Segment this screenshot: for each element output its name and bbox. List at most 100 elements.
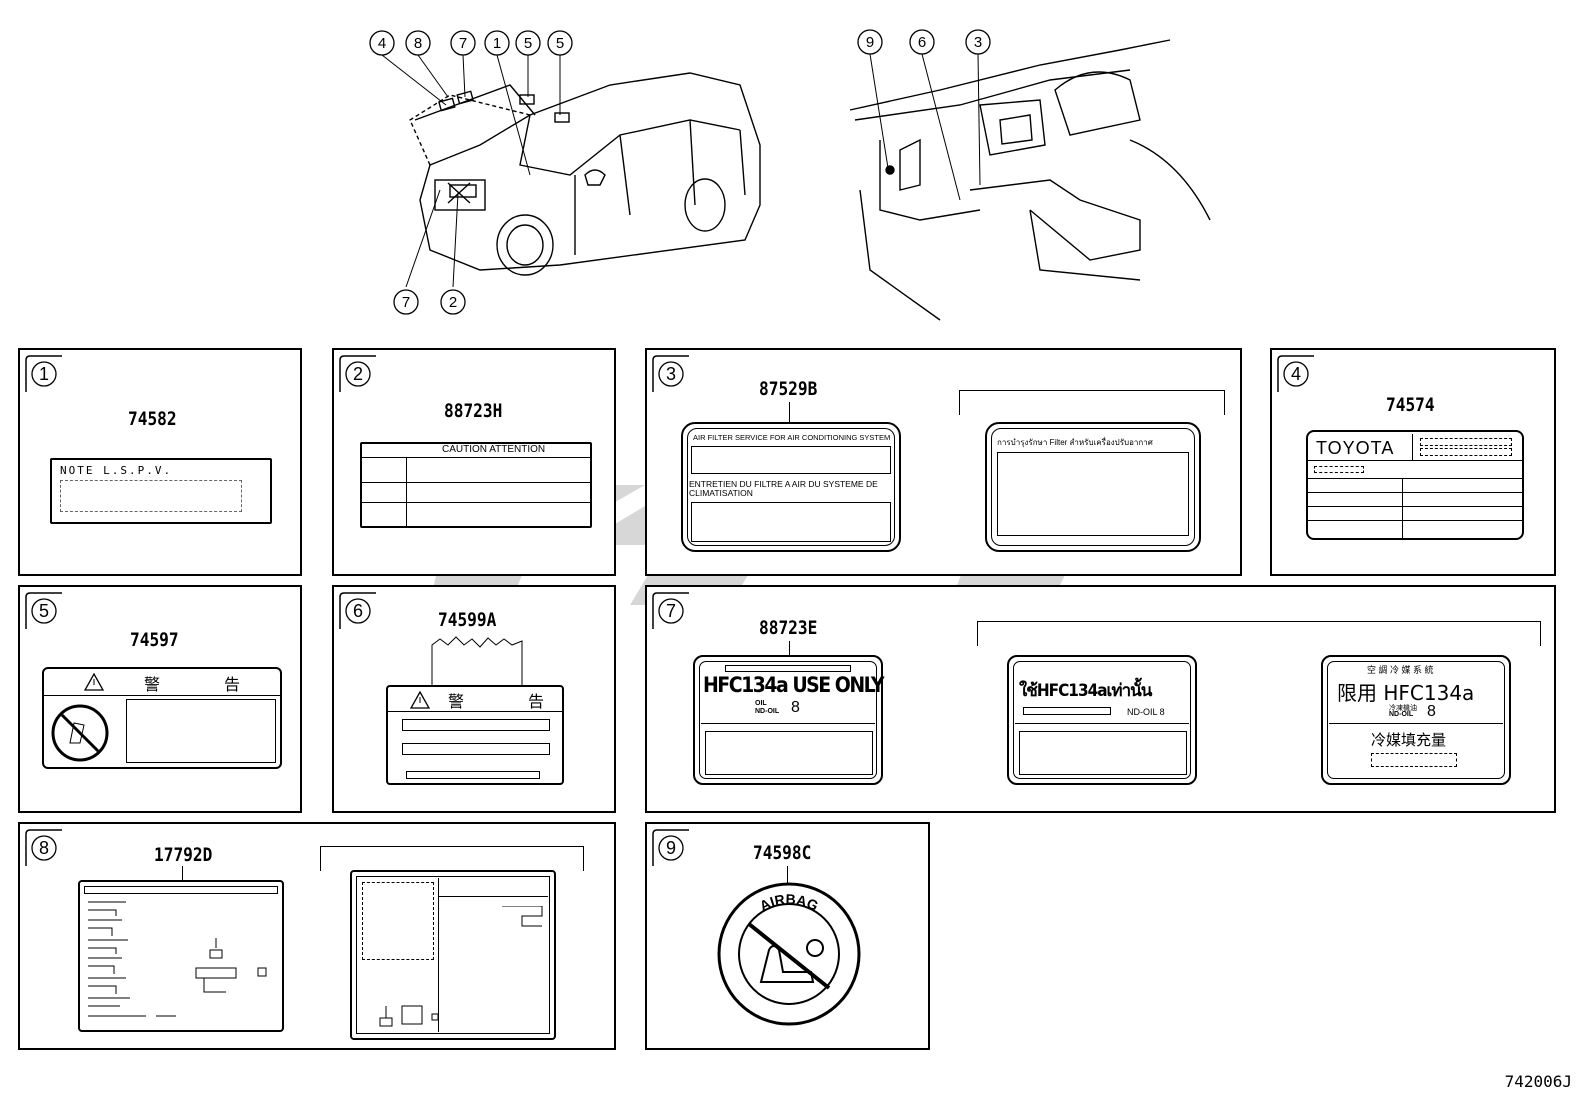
callout-circle (484, 30, 510, 56)
oil-text-b: ND-OIL (755, 708, 780, 715)
vehicle-id-plate-label: TOYOTA (1306, 430, 1524, 540)
callout-number: 7 (459, 35, 467, 52)
air-filter-label-th: การบำรุงรักษา Filter สำหรับเครื่องปรับอา… (985, 422, 1201, 552)
panel-number: 7 (666, 601, 676, 621)
panel-number: 6 (353, 601, 363, 621)
label-top-text: การบำรุงรักษา Filter สำหรับเครื่องปรับอา… (997, 438, 1153, 447)
panel-number-badge: 5 (24, 591, 64, 631)
callout-circle (965, 29, 991, 55)
panel-number-badge: 4 (1276, 354, 1316, 394)
panel-number-badge: 1 (24, 354, 64, 394)
oil-text: ND-OIL 8 (1127, 707, 1165, 717)
warning-triangle-icon (410, 691, 430, 709)
panel-number-badge: 9 (651, 828, 691, 868)
refrigerant-label-th: ใช้HFC134aเท่านั้น ND-OIL 8 (1007, 655, 1197, 785)
callout-circle (450, 30, 476, 56)
callout-circle (405, 30, 431, 56)
emission-info-label-alt (350, 870, 556, 1040)
warn-char-b: 告 (224, 677, 241, 694)
refrigerant-label-cn: 空 調 冷 媒 系 統 限用 HFC134a 冷凍機油 ND-OIL 8 冷媒填… (1321, 655, 1511, 785)
caution-header: CAUTION ATTENTION (442, 444, 546, 455)
callout-number: 1 (493, 35, 501, 52)
panel-number-badge: 2 (338, 354, 378, 394)
callout-number: 4 (378, 35, 386, 52)
callout-circle (393, 289, 419, 315)
refrigerant-main-text: ใช้HFC134aเท่านั้น (1019, 681, 1152, 701)
torn-edge-indicator (431, 636, 523, 685)
callout-number: 5 (556, 35, 564, 52)
panel-number: 4 (1291, 364, 1301, 384)
part-code: 74599A (438, 609, 497, 631)
oil-text-b: ND-OIL (1389, 711, 1414, 718)
callout-circle (440, 289, 466, 315)
callout-circle (369, 30, 395, 56)
part-code: 74598C (753, 842, 812, 864)
panel-number-badge: 8 (24, 828, 64, 868)
part-code: 74597 (130, 629, 179, 651)
callout-number: 7 (402, 294, 410, 311)
warn-char-a: 警 (144, 677, 161, 694)
panel-number-badge: 7 (651, 591, 691, 631)
warning-triangle-icon (84, 673, 104, 691)
label-panel-6: 6 74599A 警 告 (332, 585, 616, 813)
emission-info-label (78, 880, 284, 1032)
warning-label-cn: 警 告 (42, 667, 282, 769)
warning-label-cn-2: 警 告 (386, 685, 564, 785)
label-panel-3: 3 87529B AIR FILTER SERVICE FOR AIR COND… (645, 348, 1242, 576)
panel-number: 5 (39, 601, 49, 621)
part-code: 88723H (444, 400, 503, 422)
lsp-note-label: NOTE L.S.P.V. (50, 458, 272, 524)
oil-number: 8 (791, 699, 800, 716)
callout-circle (857, 29, 883, 55)
callout-circle (909, 29, 935, 55)
label-schematic-lines (379, 906, 543, 1027)
label-panel-2: 2 88723H CAUTION ATTENTION (332, 348, 616, 576)
label-schematic-lines (88, 901, 267, 1017)
part-code: 17792D (154, 844, 213, 866)
oil-text-a: OIL (755, 700, 767, 707)
panel-number: 3 (666, 364, 676, 384)
label-panel-4: 4 74574 TOYOTA (1270, 348, 1556, 576)
callout-number: 9 (866, 34, 874, 51)
callout-circle (547, 30, 573, 56)
callout-number: 8 (414, 35, 422, 52)
warn-char-b: 告 (528, 694, 545, 711)
callout-circle (515, 30, 541, 56)
panel-number: 1 (39, 364, 49, 384)
refrigerant-main-text: HFC134a USE ONLY (703, 673, 885, 697)
callout-number: 3 (974, 34, 982, 51)
label-panel-5: 5 74597 警 告 (18, 585, 302, 813)
panel-number: 9 (666, 838, 676, 858)
brand-text: TOYOTA (1316, 438, 1395, 458)
label-top-text: 空 調 冷 媒 系 統 (1367, 665, 1434, 675)
part-code: 88723E (759, 617, 818, 639)
callout-number: 6 (918, 34, 926, 51)
airbag-warning-label: AIRBAG (717, 882, 861, 1026)
no-child-seat-icon (51, 704, 109, 762)
label-panel-8: 8 17792D (18, 822, 616, 1050)
label-panel-1: 1 74582 NOTE L.S.P.V. (18, 348, 302, 576)
diagram-reference-code: 742006J (1504, 1072, 1572, 1091)
caution-label: CAUTION ATTENTION (360, 442, 592, 528)
fill-amount-text: 冷媒填充量 (1371, 732, 1447, 749)
label-panel-7: 7 88723E HFC134a USE ONLY OIL ND-OIL 8 ใ… (645, 585, 1556, 813)
vehicle-interior-illustration: 9 6 3 (849, 29, 1211, 321)
part-code: 74574 (1386, 394, 1435, 416)
warn-char-a: 警 (448, 694, 465, 711)
note-text: NOTE L.S.P.V. (60, 464, 173, 477)
oil-text-a: 冷凍機油 (1389, 705, 1417, 712)
label-panel-9: 9 74598C AIRBAG (645, 822, 930, 1050)
airbag-text: AIRBAG (757, 891, 821, 914)
callout-number: 5 (524, 35, 532, 52)
panel-number-badge: 3 (651, 354, 691, 394)
panel-number: 2 (353, 364, 363, 384)
refrigerant-label-en: HFC134a USE ONLY OIL ND-OIL 8 (693, 655, 885, 785)
part-code: 74582 (128, 408, 177, 430)
label-top-text: AIR FILTER SERVICE FOR AIR CONDITIONING … (693, 433, 891, 442)
panel-number-badge: 6 (338, 591, 378, 631)
oil-number: 8 (1427, 703, 1436, 720)
air-filter-label-en-fr: AIR FILTER SERVICE FOR AIR CONDITIONING … (681, 422, 901, 552)
label-mid-text: ENTRETIEN DU FILTRE A AIR DU SYSTEME DE … (689, 479, 878, 498)
